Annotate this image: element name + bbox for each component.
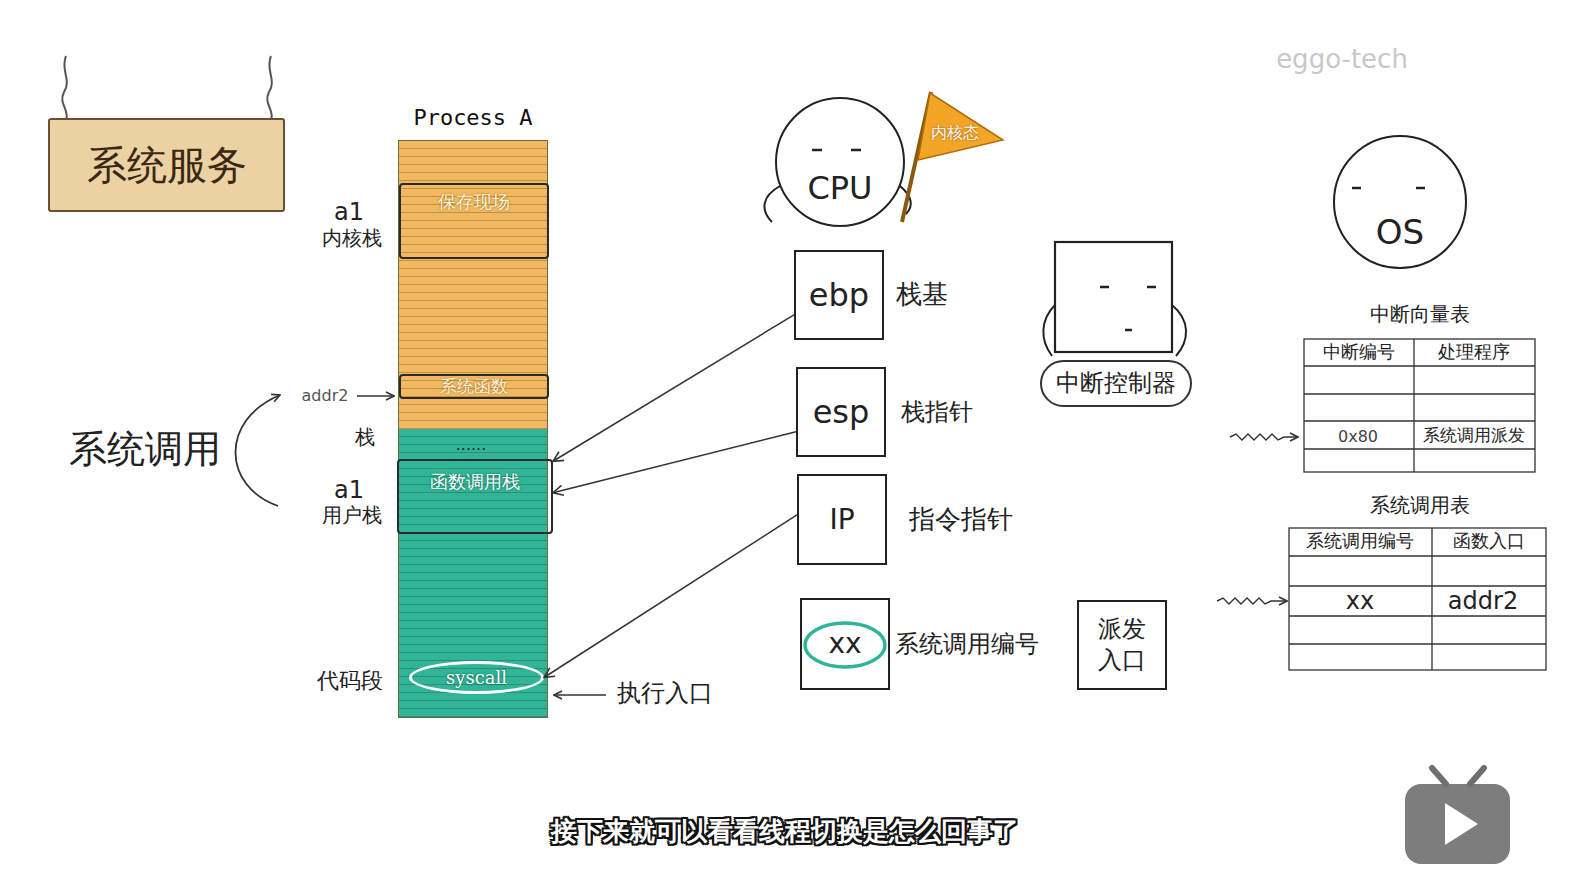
node-text: 系统服务 [87,141,247,189]
highlight-ellipse [805,623,885,667]
face [851,149,861,152]
table-cell: 0x80 [1338,427,1378,446]
stack-frame: 函数调用栈 [397,459,553,534]
table-cell: 系统调用编号 [1306,530,1414,552]
title-board: 系统服务 [48,118,285,212]
syscall-instruction: syscall [409,661,544,694]
node-text: Process A [413,105,532,131]
table-cell: addr2 [1448,587,1518,616]
subtitle: 接下来就可以看看线程切换是怎么回事了 [551,816,1019,847]
node-text: esp [813,393,870,431]
address-label: addr2 [302,386,349,405]
stack-frame: 系统函数 [399,374,549,399]
arm [764,186,780,222]
arm [1043,305,1055,356]
pointer-arrow [544,515,797,678]
pointer-arrow [553,315,794,461]
mode-flag: 内核态 [915,92,1005,164]
pointer-arrow [553,432,796,493]
cpu-circle: CPU [775,97,905,227]
stack-frame: 保存现场 [399,183,549,259]
rope [267,56,272,120]
node-text: 函数调用栈 [430,471,520,493]
table-cell: 系统调用派发 [1423,425,1525,445]
controller-label: 中断控制器 [1040,360,1192,407]
stack-label: 栈 [355,425,375,449]
controller-chip [1055,242,1172,352]
table-cell: 处理程序 [1438,341,1510,363]
watermark: eggo-tech [1276,44,1408,75]
ellipsis: ...... [456,435,487,454]
node-text: 中断控制器 [1056,369,1176,398]
node-text: syscall [446,667,507,689]
entry-label: 执行入口 [617,679,713,708]
os-circle: OS [1333,135,1467,269]
side-label: 栈基 [896,279,948,310]
flag-cloth [918,93,1003,160]
face [1100,286,1109,289]
table-cell: xx [1346,587,1374,616]
face [812,149,822,152]
node-text: 系统函数 [440,376,508,396]
table-cell: 函数入口 [1453,530,1525,552]
face [1352,187,1361,190]
stack-label: 内核栈 [322,226,382,250]
arm [1172,305,1186,356]
register-box: IP指令指针 [797,474,887,565]
rope [62,56,67,120]
register-box: esp栈指针 [796,367,886,457]
segment-label: 代码段 [317,668,383,694]
squiggle-arrow [1230,434,1298,440]
register-box: ebp栈基 [794,250,884,340]
node-text: xx [828,627,861,661]
face [1416,187,1425,190]
face [1125,329,1132,332]
node-text: ebp [809,276,869,314]
table-title: 中断向量表 [1370,302,1470,326]
node-text: IP [829,503,854,537]
node-text: OS [1376,212,1424,253]
table-title: 系统调用表 [1370,493,1470,517]
stack-label: a1 [334,476,364,505]
table-grid [1289,528,1546,670]
leader-arrow [357,395,394,397]
face [1147,286,1156,289]
section-label: 系统调用 [69,427,221,473]
node-text: 保存现场 [438,191,510,213]
side-label: 指令指针 [909,504,1013,535]
leader-arrow [554,694,606,696]
table-cell: 中断编号 [1323,341,1395,363]
dispatch-box: 派发 入口 [1077,600,1167,690]
process-stack: Process A保存现场系统函数函数调用栈syscall [398,140,548,718]
table-grid [1304,339,1535,472]
squiggle-arrow [1217,598,1287,604]
register-box: xx系统调用编号 [800,598,890,690]
node-text: 派发 入口 [1097,614,1147,676]
stack-label: 用户栈 [322,503,382,527]
curved-arrow [236,395,281,506]
side-label: 栈指针 [901,398,973,427]
node-text: 内核态 [931,123,979,142]
node-text: CPU [807,169,872,207]
player-icon [1405,768,1510,864]
stack-label: a1 [334,198,364,227]
side-label: 系统调用编号 [895,630,1039,659]
